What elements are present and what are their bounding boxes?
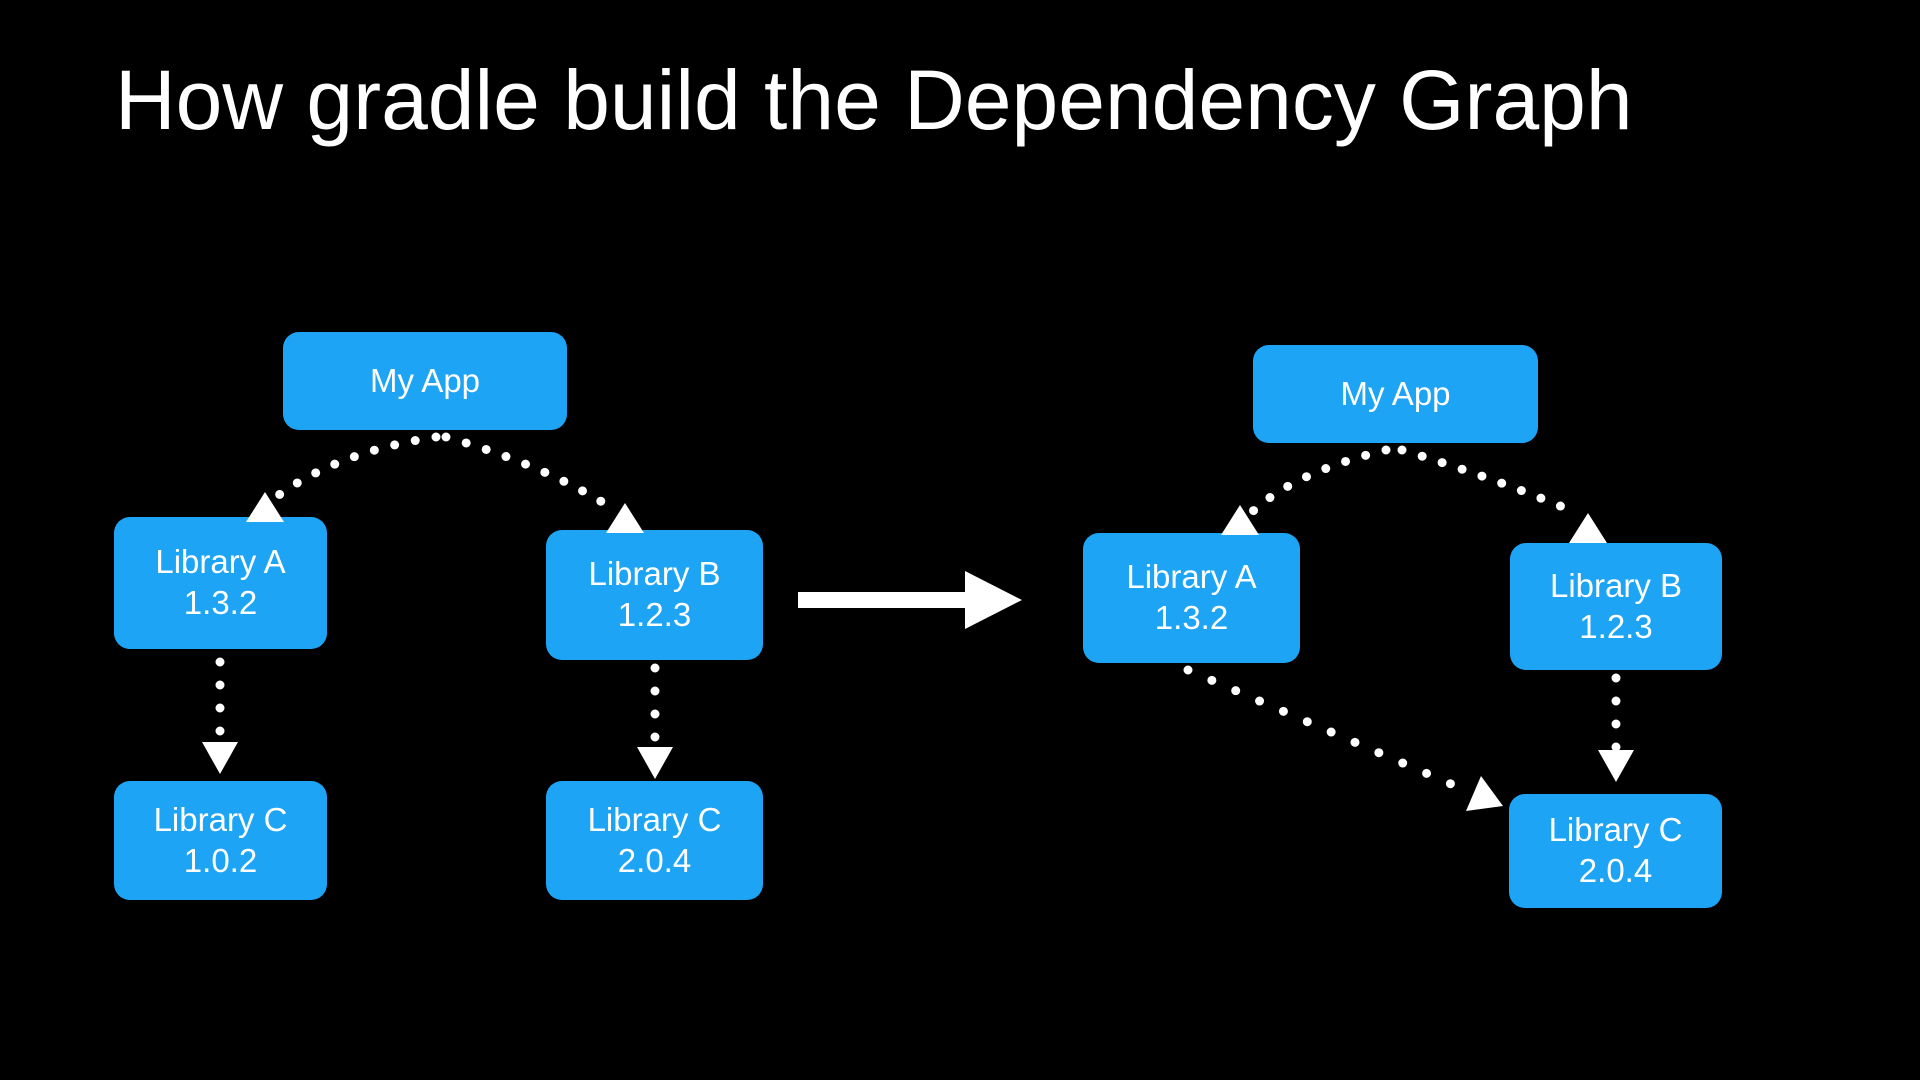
arrowhead-left-libraryc-b	[637, 747, 673, 779]
node-version: 2.0.4	[617, 841, 692, 879]
transform-arrow	[798, 571, 1022, 629]
arrowhead-left-librarya	[246, 492, 284, 522]
node-label: Library A	[155, 543, 286, 581]
edge-left-myapp-librarya	[267, 432, 441, 505]
arrowhead-right-librarya	[1221, 505, 1259, 535]
node-version: 1.0.2	[183, 841, 258, 879]
edge-left-myapp-libraryb	[441, 432, 620, 515]
node-version: 1.3.2	[183, 584, 258, 621]
node-left-library-b: Library B 1.2.3	[546, 530, 763, 660]
node-version: 1.3.2	[1154, 599, 1229, 636]
arrowhead-right-libraryb	[1569, 513, 1607, 543]
node-label: Library C	[1548, 811, 1683, 849]
node-label: Library B	[1549, 566, 1683, 604]
node-left-library-c-under-a: Library C 1.0.2	[114, 781, 327, 900]
node-left-library-c-under-b: Library C 2.0.4	[546, 781, 763, 900]
node-version: 2.0.4	[1578, 852, 1653, 889]
node-label: My App	[1340, 374, 1451, 412]
node-left-library-a: Library A 1.3.2	[114, 517, 327, 649]
node-label: Library C	[587, 800, 722, 838]
node-label: My App	[369, 361, 481, 399]
edge-right-myapp-librarya	[1247, 445, 1391, 517]
page-title: How gradle build the Dependency Graph	[115, 53, 1633, 147]
node-version: 1.2.3	[1579, 607, 1653, 645]
arrowhead-right-libraryc-vertical	[1598, 750, 1634, 782]
node-right-library-b: Library B 1.2.3	[1510, 543, 1722, 670]
node-label: Library A	[1126, 558, 1257, 596]
node-left-my-app: My App	[283, 332, 567, 430]
node-right-my-app: My App	[1253, 345, 1538, 443]
node-right-library-a: Library A 1.3.2	[1083, 533, 1300, 663]
arrowhead-left-libraryc-a	[202, 742, 238, 774]
arrowhead-right-libraryc-diagonal	[1466, 776, 1503, 811]
node-right-library-c: Library C 2.0.4	[1509, 794, 1722, 908]
edge-right-librarya-libraryc	[1183, 665, 1463, 792]
edge-right-myapp-libraryb	[1397, 445, 1582, 518]
node-label: Library B	[588, 555, 721, 593]
node-label: Library C	[153, 800, 288, 838]
node-version: 1.2.3	[617, 596, 692, 633]
arrowhead-left-libraryb	[606, 503, 644, 533]
